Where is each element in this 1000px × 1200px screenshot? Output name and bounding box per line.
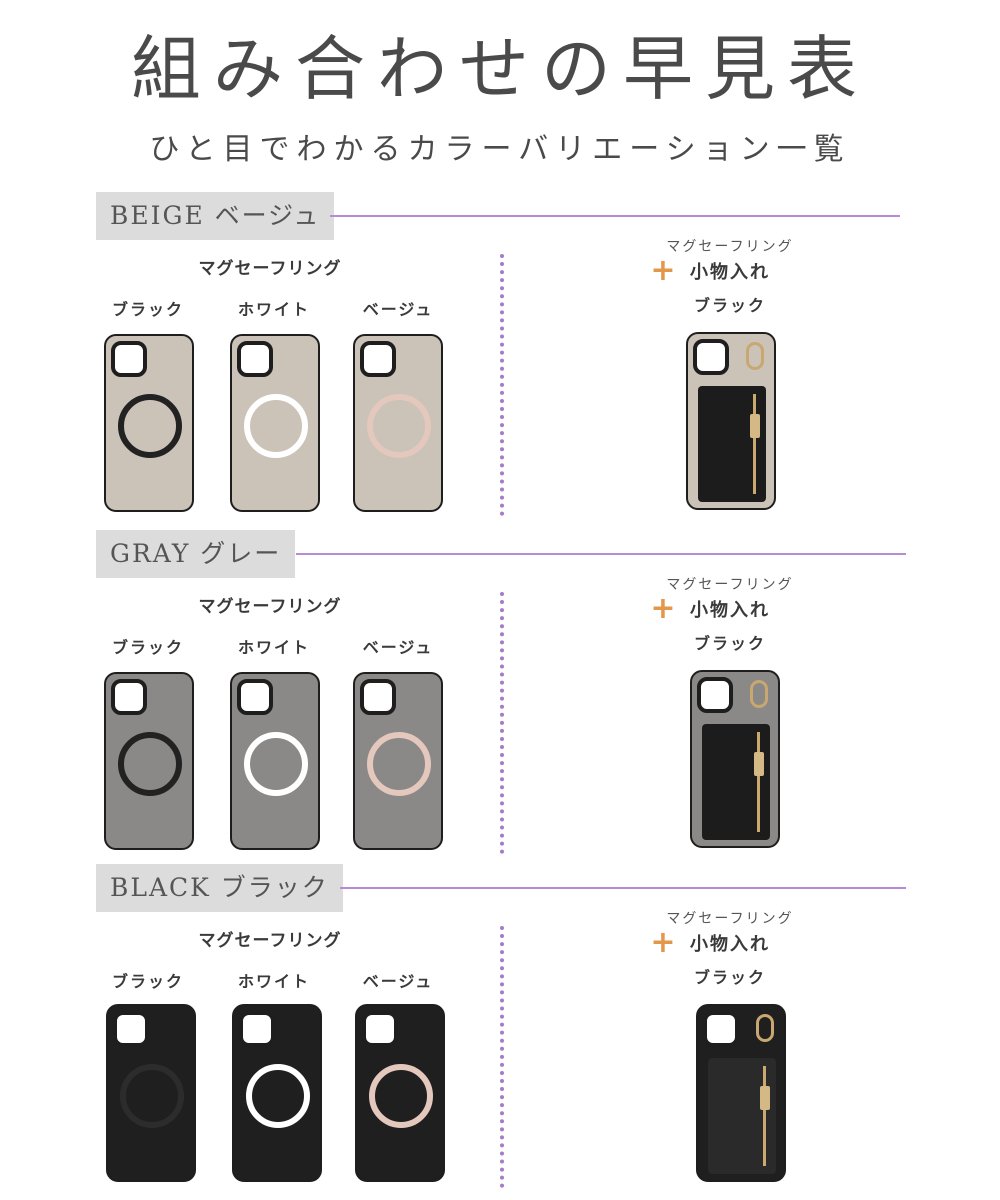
option-pouch-label: 小物入れ <box>690 600 770 621</box>
option-pouch-label: 小物入れ <box>690 262 770 283</box>
pouch-color-label: ブラック <box>693 968 766 987</box>
zipper-pull-icon <box>754 752 764 776</box>
camera-cutout <box>693 339 729 375</box>
camera-cutout <box>237 341 273 377</box>
camera-cutout <box>703 1011 739 1047</box>
camera-cutout <box>697 677 733 713</box>
variant-label-black: ブラック <box>111 972 184 991</box>
variant-label-white: ホワイト <box>237 300 310 319</box>
phone-case-gray-white-ring <box>230 672 320 850</box>
option-pouch-label: 小物入れ <box>690 934 770 955</box>
pouch-icon <box>702 724 770 840</box>
phone-case-black-black-ring <box>106 1004 196 1182</box>
carabiner-icon <box>756 1014 774 1042</box>
camera-cutout <box>360 341 396 377</box>
page-title: 組み合わせの早見表 <box>131 28 869 110</box>
section-label: BLACK ブラック <box>96 864 343 912</box>
magsafe-ring-white <box>244 394 308 458</box>
magsafe-ring-beige <box>369 1064 433 1128</box>
option-magsafe-label: マグセーフリング <box>666 577 794 593</box>
column-divider <box>500 592 504 854</box>
camera-cutout <box>237 679 273 715</box>
variant-label-beige: ベージュ <box>362 972 434 991</box>
plus-icon: + <box>650 253 676 288</box>
variant-label-beige: ベージュ <box>362 300 434 319</box>
variant-label-white: ホワイト <box>237 638 310 657</box>
magsafe-ring-beige <box>367 732 431 796</box>
camera-cutout <box>111 341 147 377</box>
plus-icon: + <box>650 925 676 960</box>
zipper-icon <box>753 394 756 494</box>
zipper-pull-icon <box>760 1086 770 1110</box>
group-title: マグセーフリング <box>198 259 342 279</box>
phone-case-beige-black-ring <box>104 334 194 512</box>
section-beige: BEIGE ベージュ マグセーフリング ブラック ホワイト ベージュ マグセーフ… <box>0 192 1000 522</box>
phone-case-beige-white-ring <box>230 334 320 512</box>
carabiner-icon <box>746 342 764 370</box>
magsafe-ring-black <box>118 394 182 458</box>
phone-case-gray-beige-ring <box>353 672 443 850</box>
zipper-icon <box>757 732 760 832</box>
phone-case-black-white-ring <box>232 1004 322 1182</box>
variant-label-beige: ベージュ <box>362 638 434 657</box>
phone-case-gray-pouch <box>690 670 780 848</box>
phone-case-beige-beige-ring <box>353 334 443 512</box>
zipper-pull-icon <box>750 414 760 438</box>
magsafe-ring-black <box>118 732 182 796</box>
column-divider <box>500 254 504 516</box>
plus-icon: + <box>650 591 676 626</box>
pouch-icon <box>698 386 766 502</box>
group-title: マグセーフリング <box>198 931 342 951</box>
group-title: マグセーフリング <box>198 597 342 617</box>
magsafe-ring-white <box>246 1064 310 1128</box>
variant-label-black: ブラック <box>111 638 184 657</box>
section-divider-line <box>330 215 900 217</box>
pouch-color-label: ブラック <box>693 296 766 315</box>
option-magsafe-label: マグセーフリング <box>666 239 794 255</box>
zipper-icon <box>763 1066 766 1166</box>
camera-cutout <box>113 1011 149 1047</box>
variant-label-black: ブラック <box>111 300 184 319</box>
column-divider <box>500 926 504 1188</box>
variant-label-white: ホワイト <box>237 972 310 991</box>
section-divider-line <box>340 887 906 889</box>
phone-case-gray-black-ring <box>104 672 194 850</box>
phone-case-black-pouch <box>696 1004 786 1182</box>
carabiner-icon <box>750 680 768 708</box>
page-subtitle: ひと目でわかるカラーバリエーション一覧 <box>149 132 851 167</box>
camera-cutout <box>360 679 396 715</box>
section-divider-line <box>296 553 906 555</box>
magsafe-ring-beige <box>367 394 431 458</box>
camera-cutout <box>239 1011 275 1047</box>
magsafe-ring-white <box>244 732 308 796</box>
pouch-icon <box>708 1058 776 1174</box>
magsafe-ring-black <box>120 1064 184 1128</box>
camera-cutout <box>362 1011 398 1047</box>
section-label: BEIGE ベージュ <box>96 192 335 240</box>
phone-case-black-beige-ring <box>355 1004 445 1182</box>
phone-case-beige-pouch <box>686 332 776 510</box>
pouch-color-label: ブラック <box>693 634 766 653</box>
section-label: GRAY グレー <box>96 530 296 578</box>
option-magsafe-label: マグセーフリング <box>666 911 794 927</box>
section-black: BLACK ブラック マグセーフリング ブラック ホワイト ベージュ マグセーフ… <box>0 864 1000 1194</box>
section-gray: GRAY グレー マグセーフリング ブラック ホワイト ベージュ マグセーフリン… <box>0 530 1000 860</box>
camera-cutout <box>111 679 147 715</box>
